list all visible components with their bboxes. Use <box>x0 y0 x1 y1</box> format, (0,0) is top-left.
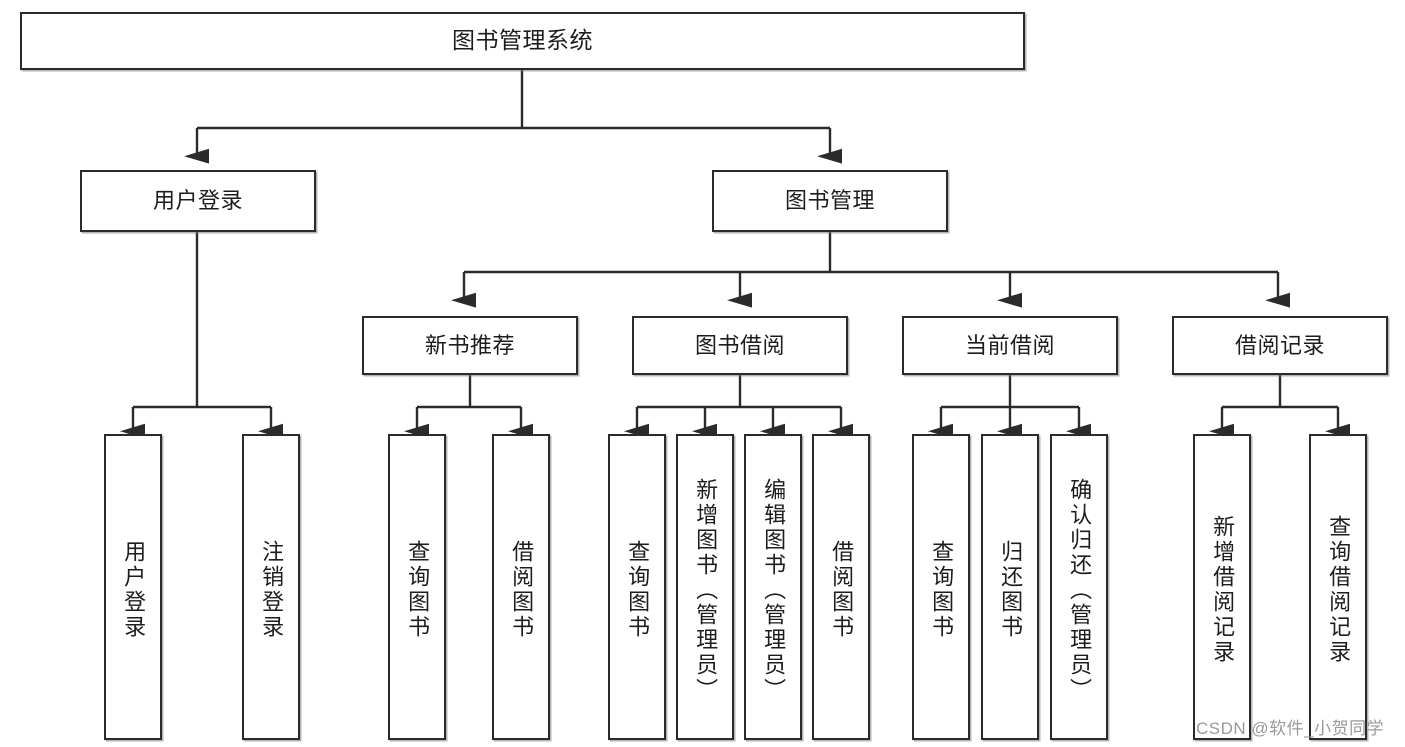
node-leaf-add-borrow-record[interactable]: 新增借阅记录 <box>1193 434 1251 740</box>
node-label: 图书借阅 <box>694 332 785 358</box>
node-label: 借阅图书 <box>829 540 855 640</box>
node-label: 查询借阅记录 <box>1326 515 1352 665</box>
csdn-watermark: CSDN @软件_小贺同学 <box>1196 719 1385 738</box>
node-label: 查询图书 <box>929 540 955 640</box>
node-label: 当前借阅 <box>964 332 1055 358</box>
node-leaf-query-borrow-record[interactable]: 查询借阅记录 <box>1309 434 1367 740</box>
node-label: 图书管理 <box>784 188 875 214</box>
node-leaf-borrow-book-recommend[interactable]: 借阅图书 <box>492 434 550 740</box>
node-label: 新书推荐 <box>424 332 515 358</box>
node-leaf-query-book-current[interactable]: 查询图书 <box>912 434 970 740</box>
node-leaf-borrow-book[interactable]: 借阅图书 <box>812 434 870 740</box>
node-book-management[interactable]: 图书管理 <box>712 170 948 232</box>
node-leaf-query-book-recommend[interactable]: 查询图书 <box>388 434 446 740</box>
node-label: 借阅图书 <box>509 540 535 640</box>
node-root-system[interactable]: 图书管理系统 <box>20 12 1025 70</box>
node-label: 归还图书 <box>998 540 1024 640</box>
node-label: 借阅记录 <box>1234 332 1325 358</box>
node-label: 用户登录 <box>152 188 243 214</box>
node-label: 新增图书（管理员） <box>693 477 719 703</box>
node-label: 查询图书 <box>625 540 651 640</box>
node-current-borrow[interactable]: 当前借阅 <box>902 316 1118 375</box>
node-label: 确认归还（管理员） <box>1067 477 1093 703</box>
node-leaf-confirm-return-admin[interactable]: 确认归还（管理员） <box>1050 434 1108 740</box>
node-leaf-edit-book-admin[interactable]: 编辑图书（管理员） <box>744 434 802 740</box>
node-user-login[interactable]: 用户登录 <box>80 170 316 232</box>
node-new-book-recommend[interactable]: 新书推荐 <box>362 316 578 375</box>
node-leaf-logout[interactable]: 注销登录 <box>242 434 300 740</box>
node-book-borrow[interactable]: 图书借阅 <box>632 316 848 375</box>
node-leaf-return-book[interactable]: 归还图书 <box>981 434 1039 740</box>
node-borrow-record[interactable]: 借阅记录 <box>1172 316 1388 375</box>
node-label: 图书管理系统 <box>452 27 593 54</box>
node-leaf-query-book-borrow[interactable]: 查询图书 <box>608 434 666 740</box>
node-label: 编辑图书（管理员） <box>761 477 787 703</box>
node-label: 新增借阅记录 <box>1210 515 1236 665</box>
node-label: 用户登录 <box>121 540 147 640</box>
node-leaf-user-login[interactable]: 用户登录 <box>104 434 162 740</box>
node-leaf-add-book-admin[interactable]: 新增图书（管理员） <box>676 434 734 740</box>
node-label: 注销登录 <box>259 540 285 640</box>
node-label: 查询图书 <box>405 540 431 640</box>
